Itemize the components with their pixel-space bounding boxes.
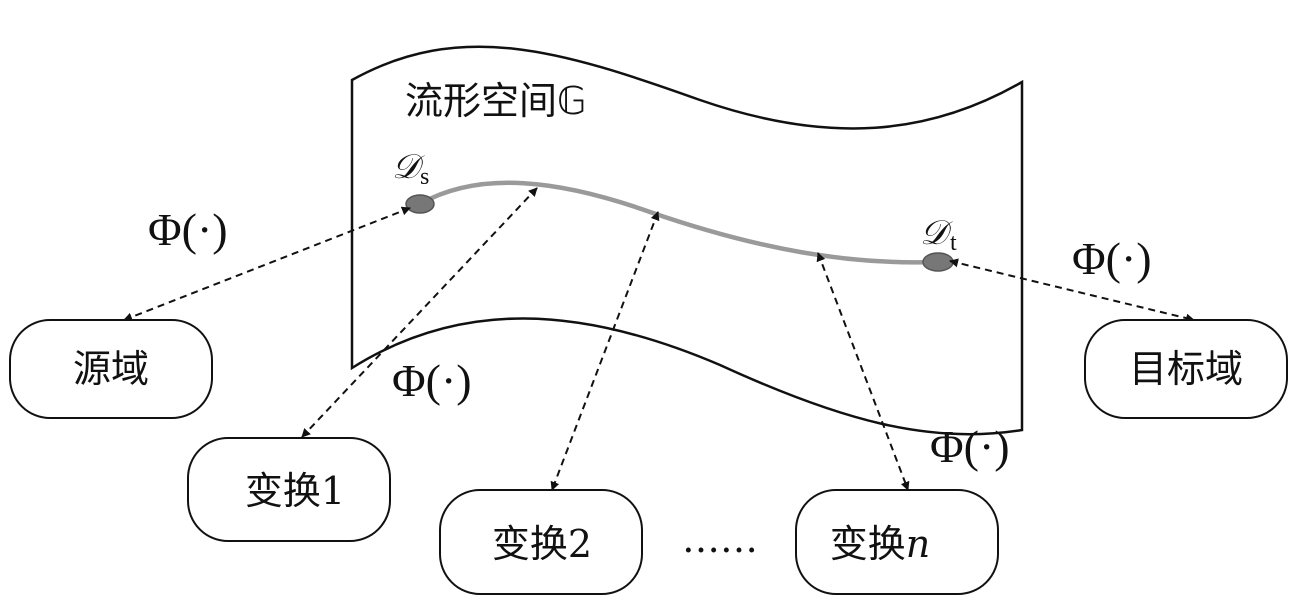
box-transform1-label: 变换1 [245, 469, 345, 513]
ellipsis: …… [682, 517, 758, 561]
target-point-subscript: t [950, 230, 957, 256]
source-point [405, 194, 435, 214]
box-target: 目标域 [1084, 319, 1288, 419]
phi-label-target: Φ(·) [1072, 233, 1152, 284]
box-transform1: 变换1 [187, 437, 391, 542]
box-transformn-label: 变换n [830, 522, 931, 566]
phi-label-transformn: Φ(·) [930, 421, 1010, 472]
phi-label-source: Φ(·) [148, 204, 228, 255]
arrow-transform1 [301, 187, 538, 438]
box-source-label: 源域 [73, 347, 149, 391]
box-target-label: 目标域 [1129, 347, 1243, 391]
arrow-transform2 [550, 211, 660, 491]
target-point [922, 252, 954, 272]
phi-label-transform1: Φ(·) [392, 355, 472, 406]
box-transform2: 变换2 [439, 489, 643, 595]
box-transformn: 变换n [795, 489, 999, 595]
box-transform2-label: 变换2 [492, 522, 592, 566]
box-source: 源域 [9, 319, 213, 419]
box-transformn-prefix: 变换 [830, 522, 906, 566]
source-point-subscript: s [420, 164, 429, 190]
manifold-title: 流形空间𝔾 [405, 79, 586, 123]
arrow-transformn [816, 252, 910, 491]
arrow-target [949, 258, 1195, 323]
box-transformn-suffix: n [906, 522, 930, 566]
